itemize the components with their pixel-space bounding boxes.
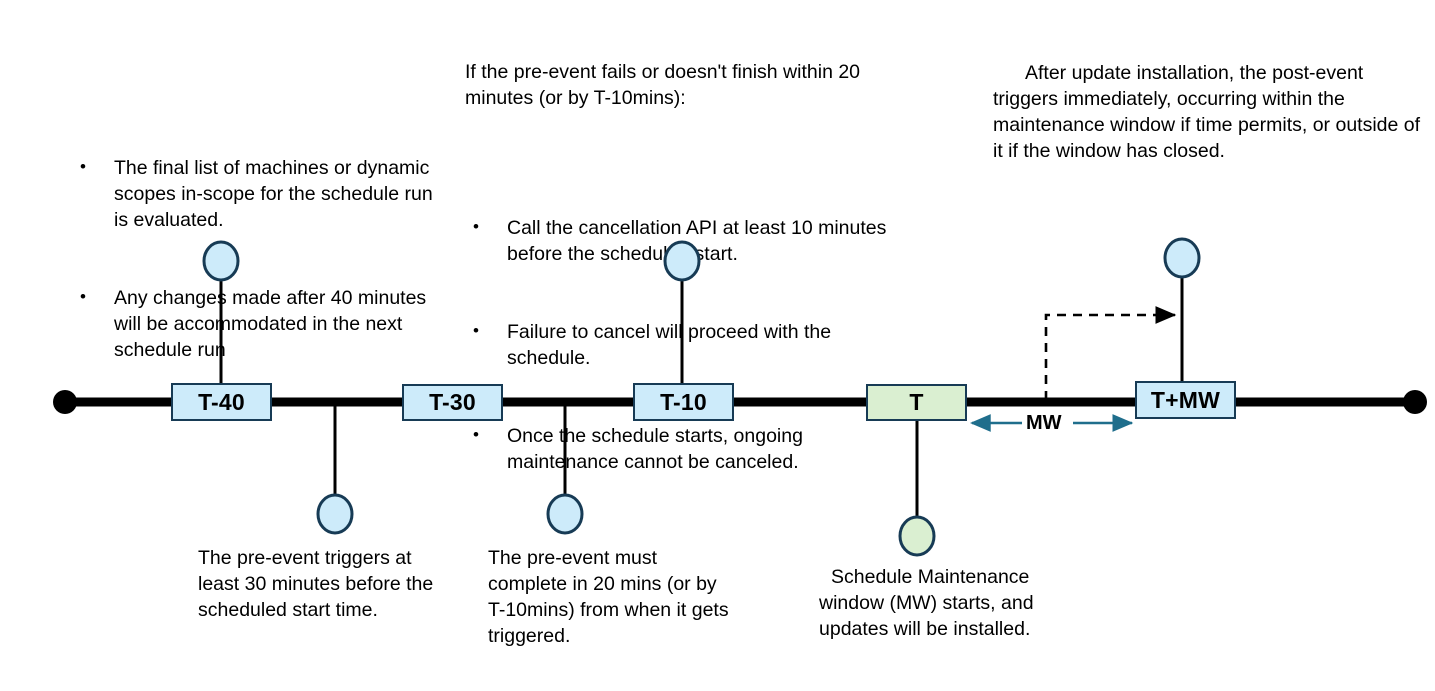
timeline-end-endpoint-icon — [1403, 390, 1427, 414]
list-item: The final list of machines or dynamic sc… — [72, 154, 444, 233]
list-item: Once the schedule starts, ongoing mainte… — [465, 422, 913, 475]
timeline-node-t-10[interactable]: T-10 — [633, 383, 734, 421]
list-item: Call the cancellation API at least 10 mi… — [465, 214, 913, 267]
post-event-dashed-arrow — [1044, 306, 1177, 400]
callout-node-tmw — [1163, 237, 1201, 279]
timeline-start-endpoint-icon — [53, 390, 77, 414]
note-top-middle-lead: If the pre-event fails or doesn't finish… — [465, 61, 866, 109]
timeline-node-t[interactable]: T — [866, 384, 967, 421]
timeline-node-t-40[interactable]: T-40 — [171, 383, 272, 421]
callout-node-maintenance-start — [898, 515, 936, 557]
callout-node-t40 — [202, 240, 240, 282]
callout-node-t10 — [663, 240, 701, 282]
note-bottom-middle: The pre-event must complete in 20 mins (… — [488, 547, 735, 647]
note-top-left-bullet-list: The final list of machines or dynamic sc… — [72, 103, 444, 415]
note-top-middle: If the pre-event fails or doesn't finish… — [465, 7, 913, 579]
list-item: Any changes made after 40 minutes will b… — [72, 284, 444, 363]
note-top-middle-bullet-list: Call the cancellation API at least 10 mi… — [465, 163, 913, 527]
timeline-node-t-plus-mw[interactable]: T+MW — [1135, 381, 1236, 419]
note-bottom-right: Schedule Maintenance window (MW) starts,… — [819, 566, 1039, 640]
mw-span-label: MW — [1022, 412, 1066, 435]
note-bottom-left: The pre-event triggers at least 30 minut… — [198, 547, 439, 621]
callout-node-pre-event-trigger — [316, 493, 354, 535]
timeline-node-t-30[interactable]: T-30 — [402, 384, 503, 421]
note-top-right: After update installation, the post-even… — [993, 62, 1426, 162]
note-top-left: The final list of machines or dynamic sc… — [72, 51, 444, 467]
list-item: Failure to cancel will proceed with the … — [465, 318, 913, 371]
callout-node-pre-event-complete — [546, 493, 584, 535]
